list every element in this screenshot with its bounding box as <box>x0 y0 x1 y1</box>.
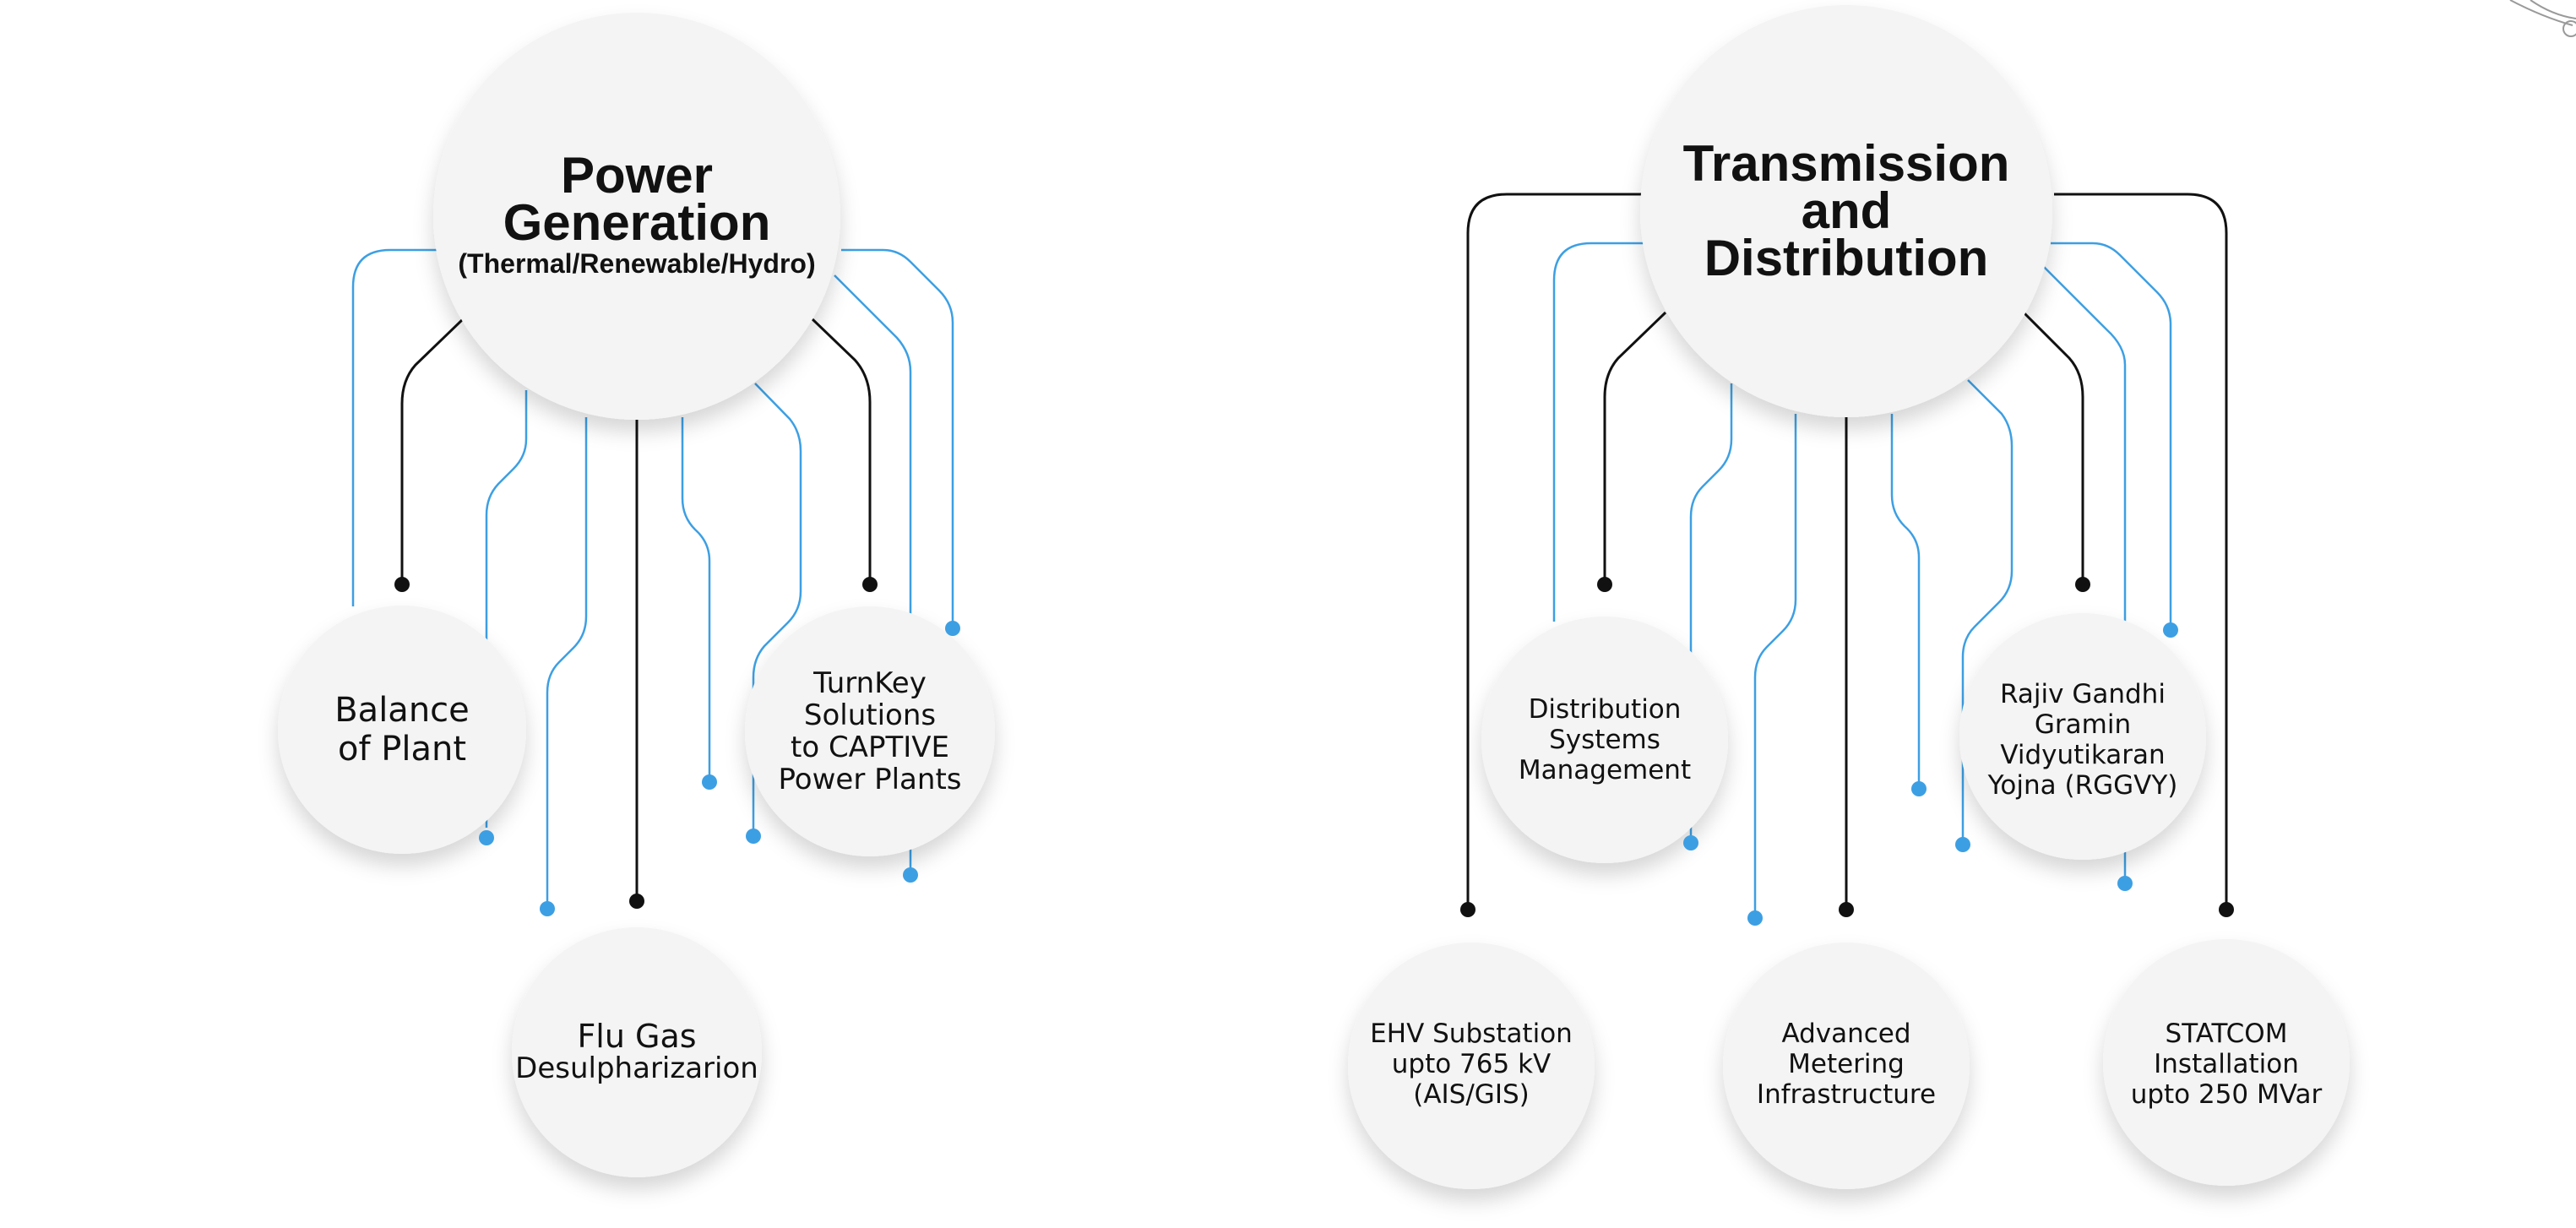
connector-to-rggvy <box>2022 311 2084 584</box>
accent-line <box>546 417 588 909</box>
rggvy-label: Rajiv Gandhi Gramin Vidyutikaran Yojna (… <box>1965 672 2201 807</box>
accent-line <box>351 248 437 606</box>
hub-subtitle: (Thermal/Renewable/Hydro) <box>458 248 816 279</box>
connector-to-statcom <box>2054 193 2228 910</box>
label-line: Systems <box>1549 725 1660 755</box>
connector-dot <box>2163 622 2178 638</box>
connector-dot <box>1597 577 1612 592</box>
circles <box>278 5 2350 1189</box>
accent-line <box>834 274 912 875</box>
advanced-metering-label: Advanced Metering Infrastructure <box>1728 1013 1965 1115</box>
label-line: Desulpharizarion <box>515 1051 758 1085</box>
label-line: Distribution <box>1528 694 1682 725</box>
accent-line <box>1689 383 1733 843</box>
accent-line <box>1890 414 1921 789</box>
connector-to-turnkey <box>811 318 872 584</box>
power-generation-hub-label: Power Generation (Thermal/Renewable/Hydr… <box>443 132 831 301</box>
hub-title-line: Transmission <box>1682 135 2010 192</box>
connector-dot <box>945 621 960 636</box>
connector-dot <box>394 577 410 592</box>
label-line: Gramin <box>2034 709 2132 740</box>
endpoint-dots <box>394 577 2234 926</box>
accent-line <box>841 248 954 628</box>
label-line: to CAPTIVE <box>791 731 949 764</box>
accent-line <box>681 417 711 782</box>
label-line: Rajiv Gandhi <box>2000 679 2166 709</box>
accent-line <box>1753 414 1797 918</box>
hub-title-line: Power <box>560 147 714 204</box>
transmission-distribution-connectors <box>1466 193 2228 918</box>
connector-to-ehv-substation <box>1466 193 1644 910</box>
accent-line <box>1961 379 2014 845</box>
label-line: Solutions <box>803 698 937 732</box>
turnkey-solutions-circle <box>745 606 995 856</box>
label-line: upto 250 MVar <box>2130 1079 2323 1110</box>
connector-dot <box>1747 910 1763 926</box>
label-line: EHV Substation <box>1370 1019 1573 1049</box>
flu-gas-circle <box>512 927 762 1177</box>
connector-dot <box>2075 577 2090 592</box>
turnkey-solutions-label: TurnKey Solutions to CAPTIVE Power Plant… <box>752 655 988 807</box>
statcom-circle <box>2103 939 2350 1186</box>
rggvy-circle <box>1959 613 2206 860</box>
connector-dot <box>862 577 878 592</box>
hub-title-line: Distribution <box>1704 230 1989 286</box>
label-line: TurnKey <box>813 666 927 700</box>
connector-dot <box>2219 902 2234 917</box>
power-generation-hub <box>433 13 840 420</box>
connector-dot <box>1460 902 1475 917</box>
hub-title-line: and <box>1801 182 1892 239</box>
connector-dot <box>1955 837 1970 852</box>
balance-of-plant-label: Balance of Plant <box>292 671 512 789</box>
accent-line <box>2043 266 2127 883</box>
corner-decoration <box>2509 0 2576 37</box>
flu-gas-label: Flu Gas Desulpharizarion <box>510 1010 764 1095</box>
connector-to-distribution-systems <box>1603 311 1667 584</box>
transmission-distribution-hub <box>1640 5 2052 417</box>
balance-of-plant-circle <box>278 606 526 854</box>
connector-dot <box>1839 902 1854 917</box>
accent-line <box>2051 242 2172 630</box>
label-line: upto 765 kV <box>1391 1049 1552 1079</box>
label-line: Vidyutikaran <box>2000 740 2166 770</box>
ehv-substation-label: EHV Substation upto 765 kV (AIS/GIS) <box>1353 1013 1590 1115</box>
label-line: of Plant <box>337 730 467 769</box>
connector-dot <box>746 829 761 844</box>
accent-line <box>485 390 528 828</box>
ehv-substation-circle <box>1348 943 1595 1189</box>
advanced-metering-circle <box>1723 943 1970 1189</box>
connector-dot <box>629 894 644 909</box>
distribution-systems-circle <box>1481 617 1728 863</box>
connector-dot <box>702 774 717 790</box>
transmission-distribution-hub-label: Transmission and Distribution <box>1652 118 2041 304</box>
label-line: Balance <box>334 691 470 730</box>
connector-to-balance-of-plant <box>400 318 465 584</box>
label-line: STATCOM <box>2165 1019 2288 1049</box>
label-line: Installation <box>2154 1049 2299 1079</box>
hub-title-line: Generation <box>503 194 771 251</box>
power-generation-connectors <box>351 248 954 909</box>
label-line: Metering <box>1788 1049 1905 1079</box>
label-line: Power Plants <box>778 763 962 796</box>
distribution-systems-label: Distribution Systems Management <box>1492 689 1718 791</box>
label-line: Infrastructure <box>1756 1079 1937 1110</box>
connector-dot <box>540 901 555 916</box>
connector-dot <box>903 867 918 883</box>
accent-line <box>752 383 802 836</box>
label-line: Yojna (RGGVY) <box>1987 770 2178 801</box>
connector-dot <box>2117 876 2133 891</box>
connector-dot <box>1911 781 1927 796</box>
connector-dot <box>1683 835 1698 850</box>
label-line: Management <box>1518 755 1692 785</box>
label-line: Advanced <box>1781 1019 1911 1049</box>
accent-line <box>1552 242 1645 622</box>
statcom-label: STATCOM Installation upto 250 MVar <box>2108 1013 2345 1115</box>
connector-dot <box>479 830 494 845</box>
label-line: (AIS/GIS) <box>1413 1079 1530 1110</box>
label-line: Flu Gas <box>577 1018 697 1055</box>
